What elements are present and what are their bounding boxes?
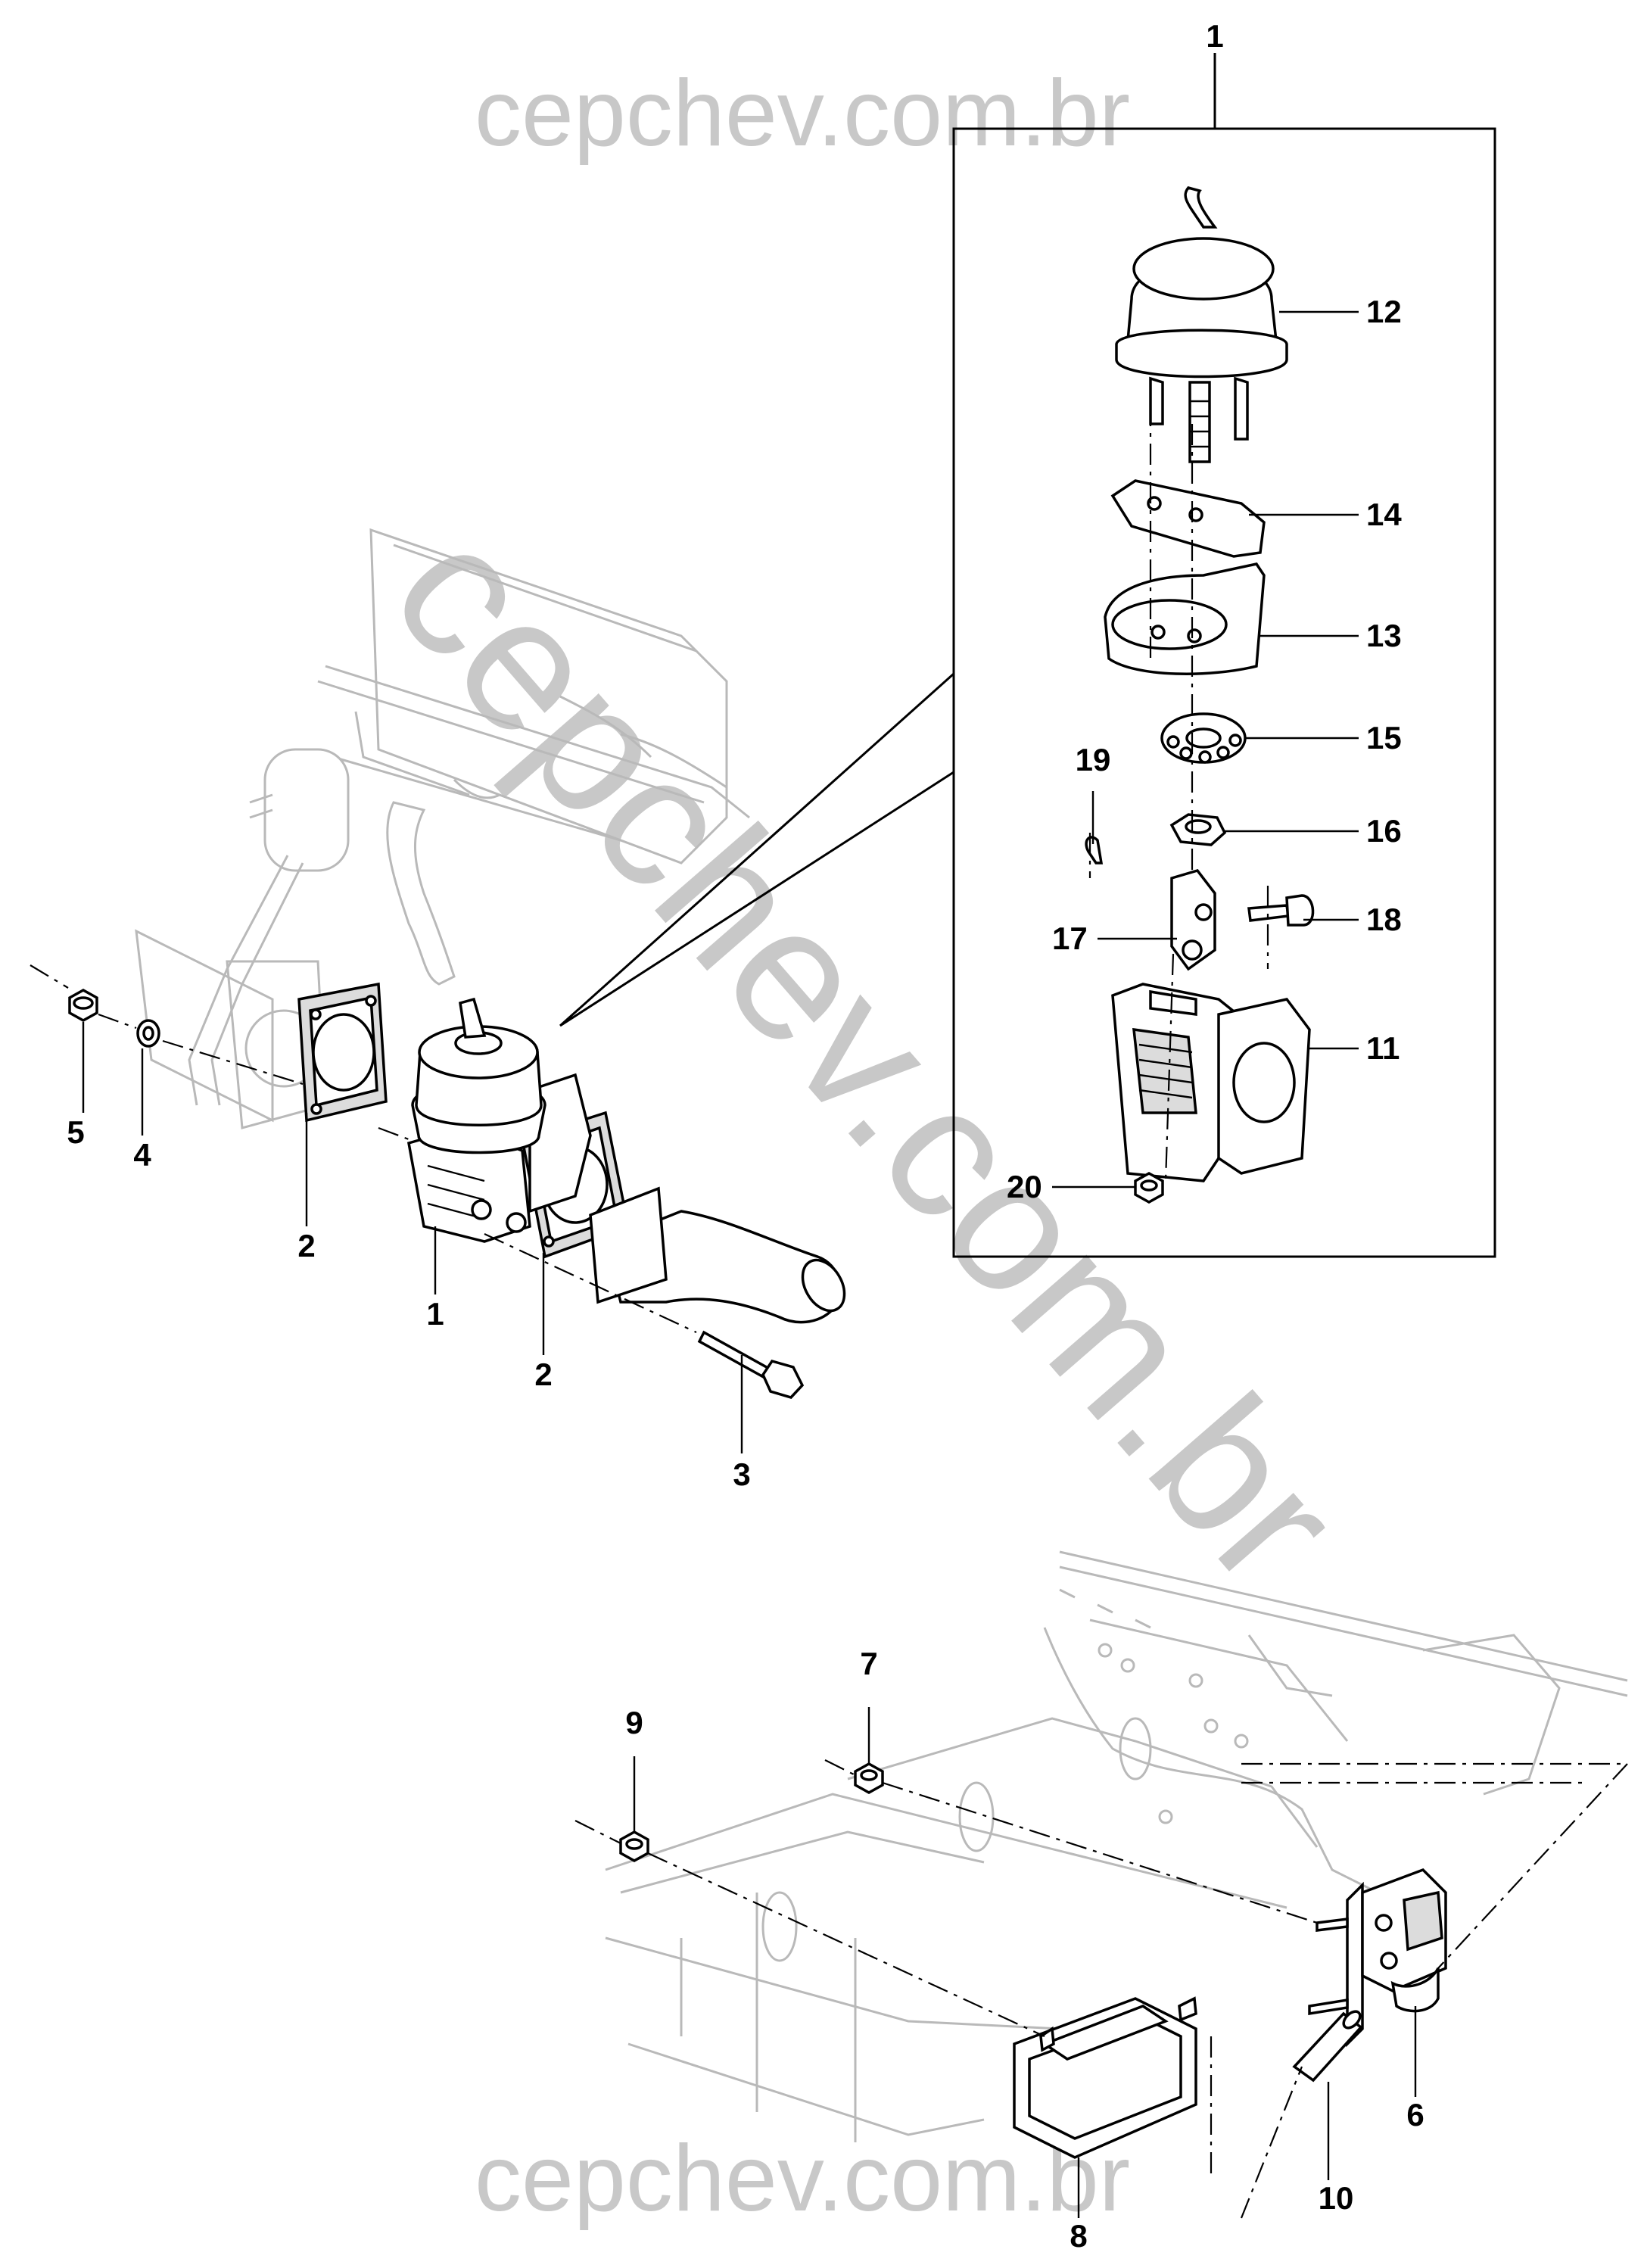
bracket-plate-14: [1110, 479, 1266, 558]
callout-14: 14: [1366, 497, 1402, 532]
callout-6: 6: [1406, 2097, 1424, 2132]
callout-19: 19: [1076, 742, 1111, 777]
chassis-frame-ghost: [605, 1550, 1628, 2142]
callout-13: 13: [1366, 618, 1402, 653]
solenoid-valve-6: [1308, 1868, 1447, 2048]
exhaust-brake-valve: [406, 997, 592, 1243]
callout-16: 16: [1366, 813, 1402, 849]
vacuum-chamber-12: [1115, 186, 1288, 463]
callout-3: 3: [733, 1456, 750, 1492]
engine-ghost-outline: [135, 528, 750, 1129]
callout-10: 10: [1319, 2180, 1354, 2216]
callout-leaders: [82, 310, 1417, 2218]
nut-9: [619, 1830, 649, 1863]
callout-9: 9: [625, 1705, 643, 1740]
inset-leader-lines: [559, 672, 954, 1027]
nut-7: [854, 1762, 884, 1795]
switch-8: [1013, 1996, 1197, 2159]
callout-2-left: 2: [297, 1228, 315, 1263]
valve-housing-11: [1111, 983, 1311, 1182]
watermark-top: cepchev.com.br: [475, 61, 1130, 166]
bolt-3: [697, 1330, 805, 1399]
callout-2-right: 2: [534, 1357, 552, 1392]
callout-4: 4: [133, 1137, 151, 1173]
nut-20: [1134, 1171, 1164, 1204]
bolt-18: [1247, 894, 1315, 927]
watermark-bottom: cepchev.com.br: [475, 2126, 1130, 2231]
detail-inset-frame: [952, 127, 1496, 1258]
gasket-left: [297, 982, 388, 1123]
clevis-17: [1170, 868, 1216, 971]
callout-5: 5: [67, 1114, 84, 1150]
hose-10: [1292, 2010, 1363, 2083]
callout-20: 20: [1007, 1169, 1042, 1204]
callout-11: 11: [1366, 1030, 1400, 1066]
callout-labels: 1 12 14 13 15 19 16 18 17 11 20 5 4 2 1 …: [67, 18, 1424, 2254]
callout-8: 8: [1070, 2218, 1087, 2254]
callout-18: 18: [1366, 902, 1402, 937]
bracket-cup-13: [1104, 562, 1266, 675]
washer-4: [136, 1019, 160, 1048]
callout-17: 17: [1052, 921, 1088, 956]
callout-15: 15: [1366, 720, 1402, 755]
callout-1-top: 1: [1206, 18, 1223, 54]
callout-12: 12: [1366, 294, 1402, 329]
nut-5: [68, 988, 98, 1023]
bearing-15: [1160, 712, 1247, 764]
callout-1: 1: [426, 1296, 444, 1332]
nut-16: [1169, 813, 1227, 846]
exhaust-pipe: [589, 1186, 846, 1324]
callout-7: 7: [860, 1646, 877, 1681]
